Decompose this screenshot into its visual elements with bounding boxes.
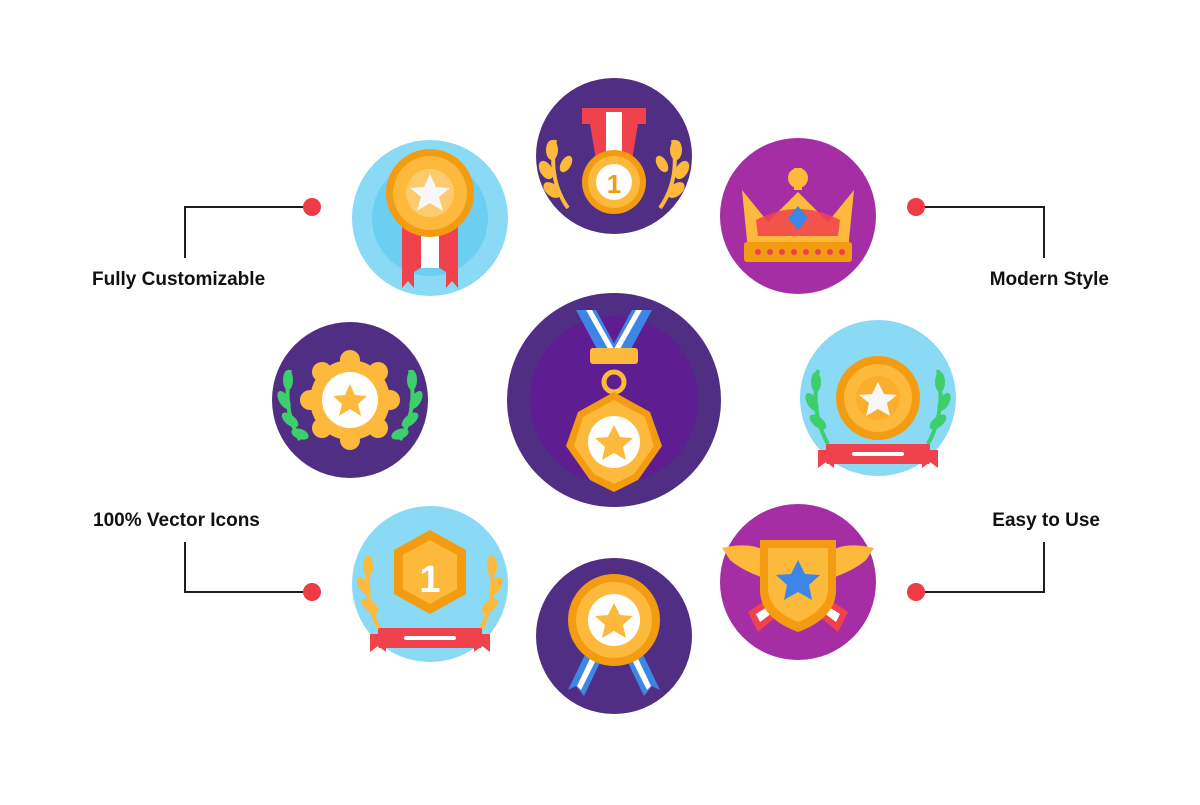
hexagon-star-medal-icon [507, 293, 721, 507]
connector-bottom-left [184, 542, 321, 601]
connector-top-left [184, 198, 321, 258]
trophy-coin-banner-icon [800, 320, 956, 476]
feature-label-easy-to-use: Easy to Use [992, 510, 1100, 531]
ribbon-star-medal-icon [352, 140, 508, 296]
connector-bottom-right [907, 542, 1045, 601]
svg-text:1: 1 [607, 169, 621, 199]
crown-icon [720, 138, 876, 294]
star-medal-blue-ribbon-icon [536, 558, 692, 714]
star-rosette-laurel-icon [272, 322, 428, 478]
feature-label-modern-style: Modern Style [989, 269, 1109, 290]
number-one-laurel-medal-icon: 1 [536, 78, 692, 234]
feature-label-vector-icons: 100% Vector Icons [93, 510, 260, 531]
winged-shield-star-icon [720, 504, 876, 660]
number-one-hexagon-badge-icon: 1 [352, 506, 508, 662]
connector-top-right [907, 198, 1045, 258]
svg-text:1: 1 [419, 559, 440, 601]
feature-label-fully-customizable: Fully Customizable [92, 269, 266, 290]
